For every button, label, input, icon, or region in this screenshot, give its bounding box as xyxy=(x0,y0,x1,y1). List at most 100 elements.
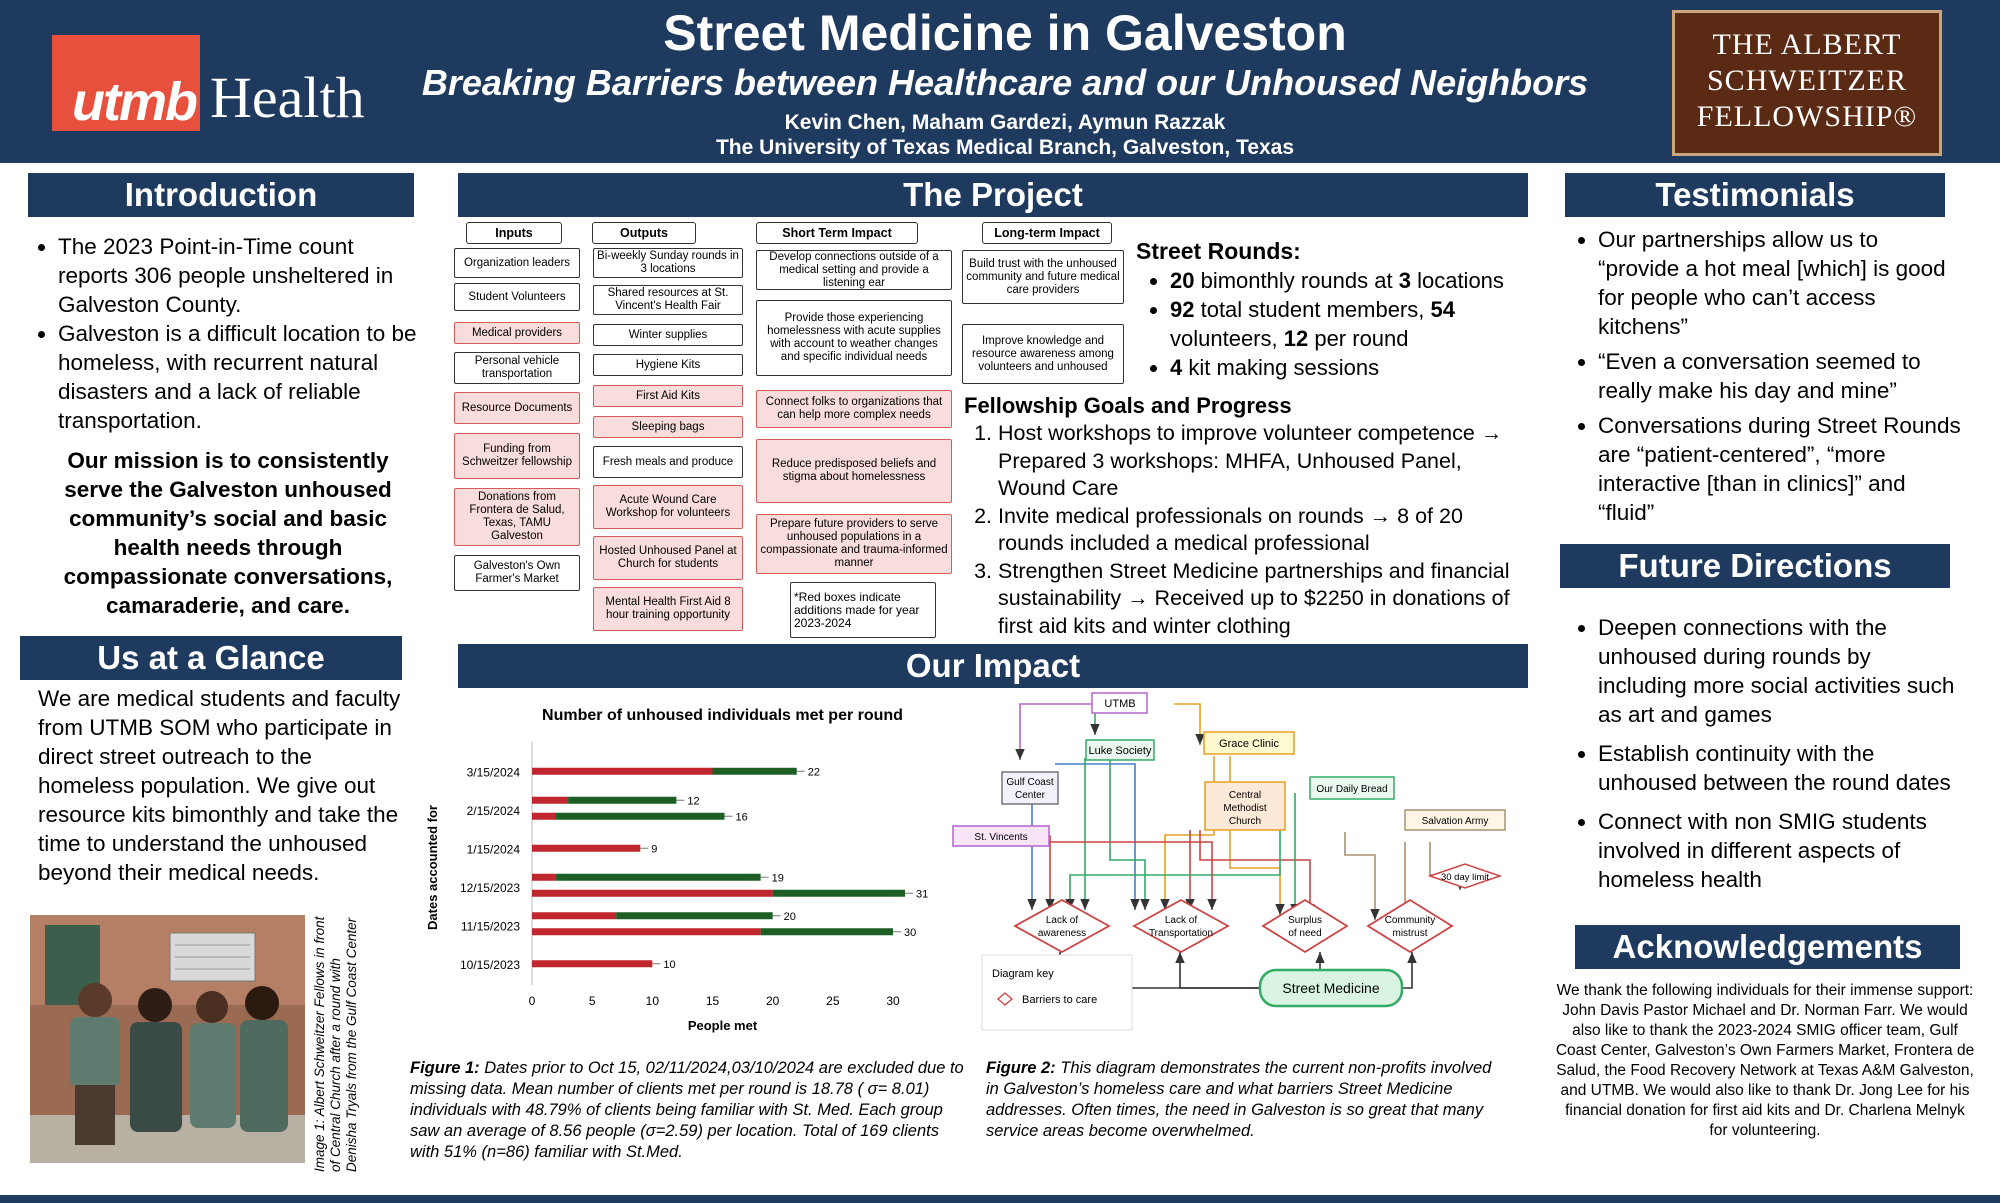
column-header-inputs: Inputs xyxy=(466,222,562,244)
inputs-box: Galveston's Own Farmer's Market xyxy=(454,555,580,591)
short-term-box: Provide those experiencing homelessness … xyxy=(756,300,952,376)
list-item: The 2023 Point-in-Time count reports 306… xyxy=(58,232,425,319)
team-photo xyxy=(30,915,305,1163)
list-item: 92 total student members, 54 volunteers,… xyxy=(1170,295,1541,353)
fellowship-goals: Fellowship Goals and Progress Host works… xyxy=(964,392,1534,640)
inputs-box: Organization leaders xyxy=(454,248,580,278)
node-our-daily-bread: Our Daily Bread xyxy=(1316,784,1387,795)
bar-unfamiliar xyxy=(532,812,557,820)
outputs-box: Acute Wound Care Workshop for volunteers xyxy=(593,485,743,529)
red-box-note: *Red boxes indicate additions made for y… xyxy=(790,582,936,638)
bar-familiar xyxy=(556,812,725,820)
x-tick-label: 5 xyxy=(589,994,596,1008)
outputs-box: Hygiene Kits xyxy=(593,354,743,376)
list-item: 4 kit making sessions xyxy=(1170,353,1541,382)
figure1-caption: Figure 1: Dates prior to Oct 15, 02/11/2… xyxy=(410,1059,964,1161)
testimonials-heading: Testimonials xyxy=(1565,173,1945,217)
diagram-key-title: Diagram key xyxy=(992,968,1054,980)
x-axis-label: People met xyxy=(688,1018,758,1033)
chart-title: Number of unhoused individuals met per r… xyxy=(542,707,903,724)
glance-heading: Us at a Glance xyxy=(20,636,402,680)
node-utmb: UTMB xyxy=(1104,698,1135,710)
figure2-caption: Figure 2: This diagram demonstrates the … xyxy=(986,1059,1492,1140)
introduction-list: The 2023 Point-in-Time count reports 306… xyxy=(20,232,425,435)
x-tick-label: 15 xyxy=(706,994,720,1008)
data-label: 12 xyxy=(687,795,699,807)
inputs-box: Funding from Schweitzer fellowship xyxy=(454,433,580,479)
data-label: 19 xyxy=(772,872,784,884)
x-tick-label: 25 xyxy=(826,994,840,1008)
bar-unfamiliar xyxy=(532,796,569,804)
poster-header xyxy=(0,0,2000,163)
goals-list: Host workshops to improve volunteer comp… xyxy=(964,420,1534,640)
data-label: 20 xyxy=(784,911,796,923)
outputs-box: Sleeping bags xyxy=(593,416,743,438)
data-label: 30 xyxy=(904,927,916,939)
testimonials-list: Our partnerships allow us to “provide a … xyxy=(1560,225,1965,527)
future-body: Deepen connections with the unhoused dur… xyxy=(1560,613,1965,894)
bar-familiar xyxy=(568,796,677,804)
bar-familiar xyxy=(760,928,893,936)
node-street-medicine: Street Medicine xyxy=(1282,980,1379,996)
long-term-box: Build trust with the unhoused community … xyxy=(962,250,1124,304)
bar-chart-svg: Number of unhoused individuals met per r… xyxy=(425,707,928,1066)
short-term-box: Develop connections outside of a medical… xyxy=(756,250,952,290)
inputs-box: Personal vehicle transportation xyxy=(454,352,580,384)
list-item: Establish continuity with the unhoused b… xyxy=(1598,739,1965,797)
list-item: Invite medical professionals on rounds →… xyxy=(998,503,1534,558)
y-tick-label: 11/15/2023 xyxy=(461,919,520,933)
impact-heading: Our Impact xyxy=(458,644,1528,688)
node-luke-society: Luke Society xyxy=(1089,745,1152,757)
bar-familiar xyxy=(712,767,797,775)
bar-unfamiliar xyxy=(532,873,557,881)
list-item: Deepen connections with the unhoused dur… xyxy=(1598,613,1965,729)
logic-model: Inputs Outputs Short Term Impact Long-te… xyxy=(450,220,1530,640)
x-tick-label: 20 xyxy=(766,994,780,1008)
short-term-box: Connect folks to organizations that can … xyxy=(756,390,952,428)
bar-unfamiliar xyxy=(532,844,641,852)
inputs-box: Donations from Frontera de Salud, Texas,… xyxy=(454,488,580,546)
outputs-box: Mental Health First Aid 8 hour training … xyxy=(593,587,743,631)
inputs-box: Medical providers xyxy=(454,322,580,344)
goals-title: Fellowship Goals and Progress xyxy=(964,393,1292,418)
inputs-box: Student Volunteers xyxy=(454,283,580,311)
street-rounds-stats: 20 bimonthly rounds at 3 locations 92 to… xyxy=(1136,266,1541,382)
utmb-logo: utmb xyxy=(52,35,200,132)
column-header-outputs: Outputs xyxy=(592,222,696,244)
future-heading: Future Directions xyxy=(1560,544,1950,588)
outputs-box: Shared resources at St. Vincent's Health… xyxy=(593,285,743,315)
x-tick-label: 30 xyxy=(886,994,900,1008)
bar-familiar xyxy=(772,889,906,897)
bar-unfamiliar xyxy=(532,889,773,897)
y-tick-label: 3/15/2024 xyxy=(467,765,521,779)
list-item: Conversations during Street Rounds are “… xyxy=(1598,411,1965,527)
column-header-short-term: Short Term Impact xyxy=(756,222,918,244)
testimonials-body: Our partnerships allow us to “provide a … xyxy=(1560,225,1965,527)
health-logo-text: Health xyxy=(210,65,365,130)
poster-subtitle: Breaking Barriers between Healthcare and… xyxy=(421,62,1589,103)
outputs-box: Hosted Unhoused Panel at Church for stud… xyxy=(593,536,743,580)
institution: The University of Texas Medical Branch, … xyxy=(715,136,1295,159)
x-tick-label: 0 xyxy=(529,994,536,1008)
bar-familiar xyxy=(616,912,773,920)
ack-heading: Acknowledgements xyxy=(1575,925,1960,969)
bottom-border xyxy=(0,1195,2000,1203)
project-heading: The Project xyxy=(458,173,1528,217)
bar-unfamiliar xyxy=(532,960,653,968)
bar-unfamiliar xyxy=(532,912,617,920)
bar-chart: Number of unhoused individuals met per r… xyxy=(425,700,945,1066)
bar-familiar xyxy=(556,873,761,881)
street-rounds: Street Rounds: 20 bimonthly rounds at 3 … xyxy=(1136,236,1541,382)
y-tick-label: 10/15/2023 xyxy=(460,958,520,972)
list-item: Strengthen Street Medicine partnerships … xyxy=(998,558,1534,641)
introduction-heading: Introduction xyxy=(28,173,414,217)
list-item: 20 bimonthly rounds at 3 locations xyxy=(1170,266,1541,295)
data-label: 31 xyxy=(916,888,928,900)
y-tick-label: 1/15/2024 xyxy=(467,842,521,856)
